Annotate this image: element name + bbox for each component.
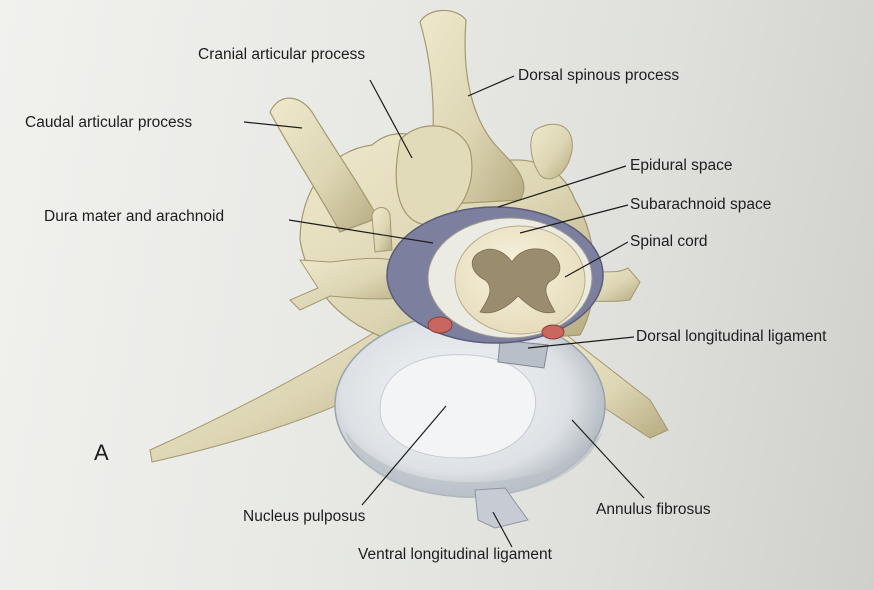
label-caudal-articular-process: Caudal articular process [25, 114, 192, 132]
label-nucleus-pulposus: Nucleus pulposus [243, 508, 365, 526]
label-dura-mater-and-arachnoid: Dura mater and arachnoid [44, 208, 224, 226]
left-peg [372, 208, 392, 253]
label-dorsal-spinous-process: Dorsal spinous process [518, 67, 679, 85]
right-vessel [542, 325, 564, 339]
label-ventral-longitudinal-ligament: Ventral longitudinal ligament [358, 546, 552, 564]
leader-dorsal-spinous [468, 76, 514, 96]
right-articular-process [531, 124, 572, 179]
label-subarachnoid-space: Subarachnoid space [630, 196, 771, 214]
ventral-ligament-shape [475, 488, 528, 528]
label-cranial-articular-process: Cranial articular process [198, 46, 365, 64]
label-dorsal-longitudinal-ligament: Dorsal longitudinal ligament [636, 328, 826, 346]
left-vessel [428, 317, 452, 333]
label-epidural-space: Epidural space [630, 157, 733, 175]
figure-letter: A [94, 440, 109, 466]
nucleus-pulposus-shape [380, 355, 536, 458]
label-spinal-cord: Spinal cord [630, 233, 708, 251]
label-annulus-fibrosus: Annulus fibrosus [596, 501, 711, 519]
